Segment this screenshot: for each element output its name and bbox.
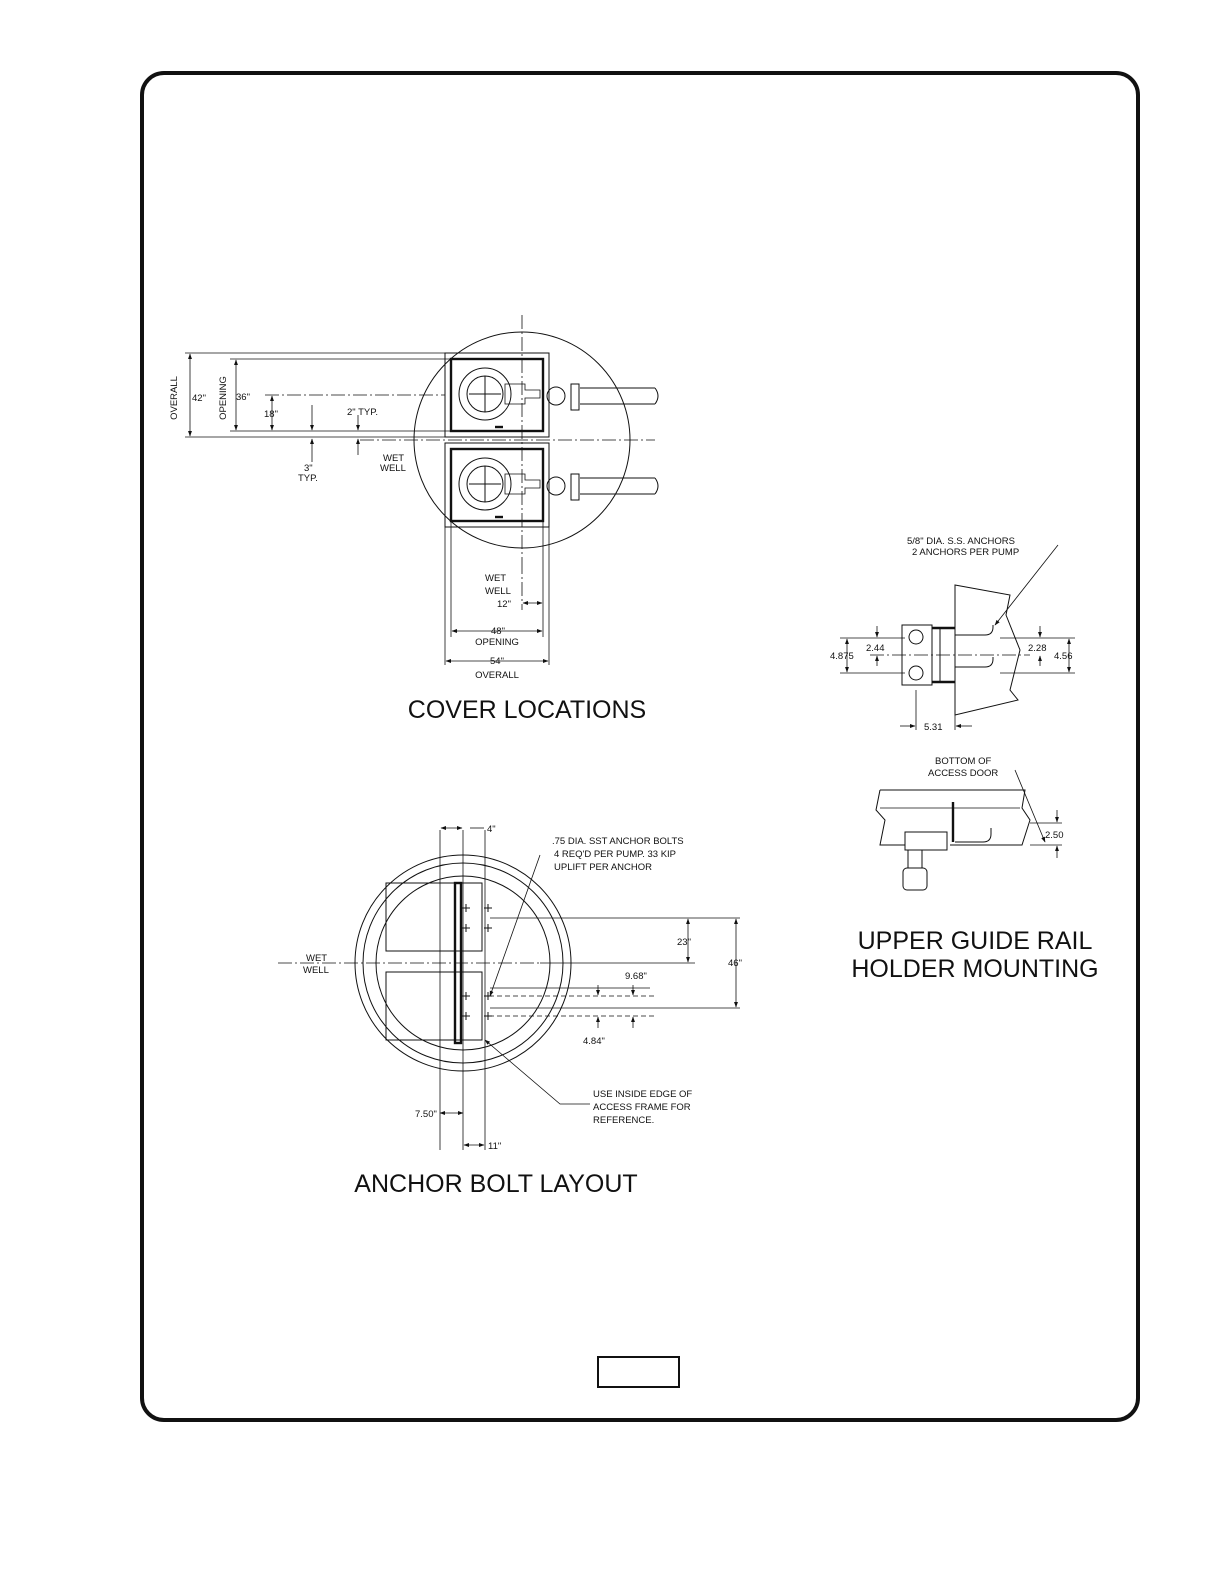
anchor-hook-bottom	[955, 657, 994, 668]
dim-2-28: 2.28	[1028, 643, 1047, 654]
dim-2-44: 2.44	[866, 643, 885, 654]
door-note-line2: ACCESS DOOR	[928, 768, 998, 779]
anchor-spec-line1: 5/8" DIA. S.S. ANCHORS	[907, 536, 1015, 547]
dim-11: 11"	[488, 1141, 501, 1152]
wet-well-2-line1: WET	[485, 573, 506, 584]
anchor-right-dimensions	[489, 917, 740, 1028]
cover-locations-title: COVER LOCATIONS	[408, 696, 646, 724]
upper-guide-rail-view: 5/8" DIA. S.S. ANCHORS 2 ANCHORS PER PUM…	[830, 536, 1099, 983]
dim-48: 48"	[491, 626, 505, 637]
frame-opening-bottom	[385, 971, 483, 1041]
anchor-note-line3: UPLIFT PER ANCHOR	[554, 862, 652, 873]
door-holder-bracket	[904, 831, 948, 851]
dim-48-label: OPENING	[475, 637, 519, 648]
dim-9-68: 9.68"	[625, 971, 647, 982]
dim-18: 18"	[264, 409, 278, 420]
guide-rail-stub	[902, 867, 928, 891]
dim-3: 3"	[304, 463, 313, 474]
dim-2-typ: 2" TYP.	[347, 407, 378, 418]
dim-12: 12"	[497, 599, 511, 610]
reference-note-line2: ACCESS FRAME FOR	[593, 1102, 691, 1113]
anchor-bolts	[462, 904, 492, 1020]
dim-46: 46"	[728, 958, 742, 969]
pump-bottom	[458, 457, 512, 511]
dim-5-31: 5.31	[924, 722, 943, 733]
discharge-pipe-top	[580, 387, 659, 405]
door-note-line1: BOTTOM OF	[935, 756, 991, 767]
anchor-wet-well-line1: WET	[306, 953, 327, 964]
wet-well-1-line2: WELL	[380, 463, 406, 474]
door-note-leader	[1014, 769, 1046, 843]
dim-54: 54"	[490, 656, 504, 667]
cover-locations-view: OVERALL 42" OPENING 36" 18" 2" TYP. 3" T…	[169, 315, 659, 724]
dim-opening-v-value: 36"	[236, 392, 250, 403]
cover-left-dimensions	[185, 352, 451, 462]
dim-23: 23"	[677, 937, 691, 948]
anchor-spec-leader	[994, 544, 1059, 626]
anchor-note-line2: 4 REQ'D PER PUMP. 33 KIP	[554, 849, 676, 860]
dim-overall-v-label: OVERALL	[169, 376, 180, 420]
reference-note-line1: USE INSIDE EDGE OF	[593, 1089, 692, 1100]
pump-top	[458, 367, 512, 421]
dim-4-875: 4.875	[830, 651, 854, 662]
dim-7-50: 7.50"	[415, 1109, 437, 1120]
page-border	[140, 71, 1140, 1422]
anchor-hook-top	[955, 625, 994, 636]
cover-top	[444, 352, 580, 438]
reference-leader	[484, 1039, 590, 1105]
anchor-bolt-layout-title: ANCHOR BOLT LAYOUT	[354, 1170, 637, 1198]
dim-2-50: 2.50	[1045, 830, 1064, 841]
wet-well-1-line1: WET	[383, 453, 404, 464]
anchor-wet-well-line2: WELL	[303, 965, 329, 976]
dim-3-typ: TYP.	[298, 473, 318, 484]
dim-opening-v-label: OPENING	[218, 376, 229, 420]
page-number-box	[597, 1356, 680, 1388]
cover-bottom	[444, 442, 580, 528]
dim-overall-v-value: 42"	[192, 393, 206, 404]
upper-guide-rail-title-line1: UPPER GUIDE RAIL	[858, 927, 1093, 955]
dim-4-84: 4.84"	[583, 1036, 605, 1047]
upper-guide-rail-title-line2: HOLDER MOUNTING	[851, 955, 1098, 983]
anchor-note-leader	[489, 854, 541, 997]
wall-section	[954, 584, 1021, 716]
discharge-pipe-bottom	[580, 477, 659, 495]
anchor-note-line1: .75 DIA. SST ANCHOR BOLTS	[552, 836, 684, 847]
reference-note-line3: REFERENCE.	[593, 1115, 654, 1126]
access-door-section	[880, 789, 1031, 846]
frame-opening-top	[385, 882, 483, 952]
dim-54-label: OVERALL	[475, 670, 519, 681]
cover-bottom-dimensions	[444, 521, 550, 665]
guide-rail-bar	[453, 881, 463, 1045]
dim-4-56: 4.56	[1054, 651, 1073, 662]
anchor-spec-line2: 2 ANCHORS PER PUMP	[912, 547, 1019, 558]
anchor-bolt-layout-view: 4" .75 DIA. SST ANCHOR BOLTS 4 REQ'D PER…	[278, 824, 742, 1198]
holder-dimensions	[840, 626, 1075, 730]
wet-well-2-line2: WELL	[485, 586, 511, 597]
dim-4: 4"	[487, 824, 496, 835]
